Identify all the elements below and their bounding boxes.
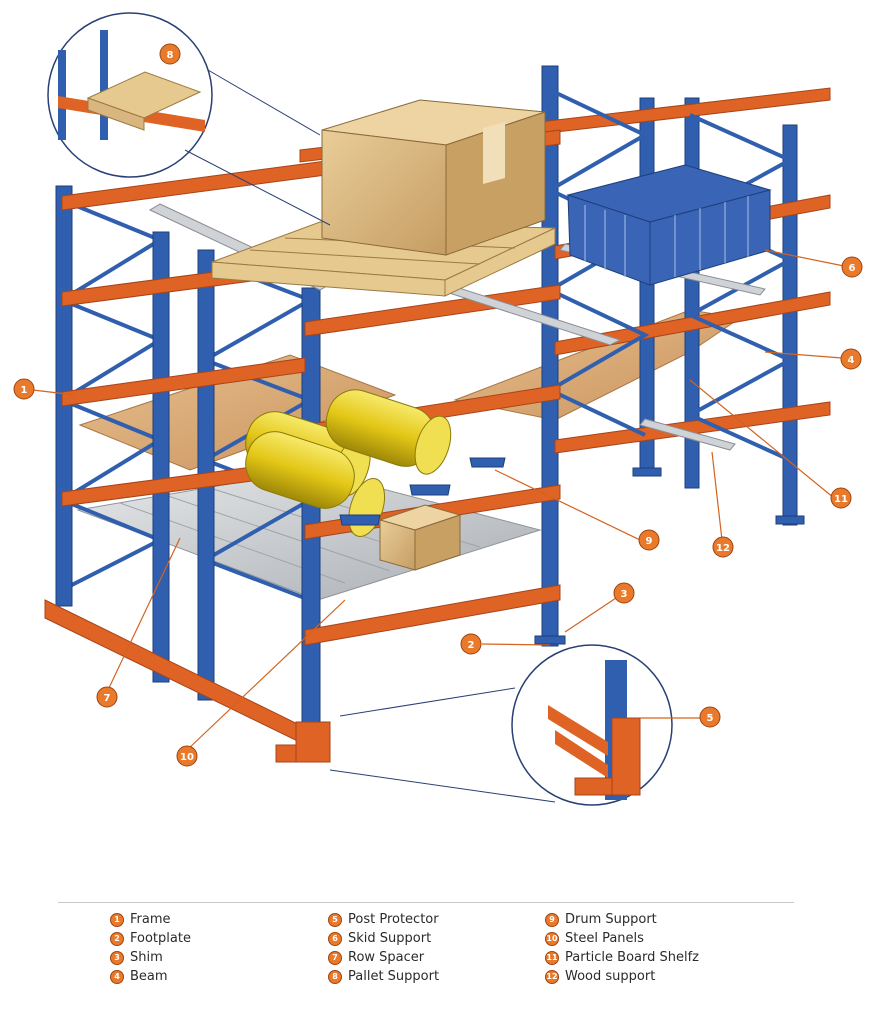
legend-number-badge: 9 bbox=[545, 912, 559, 927]
legend-label: Pallet Support bbox=[348, 969, 440, 984]
callout-8: 8 bbox=[159, 43, 181, 65]
legend-item: 9 Drum Support bbox=[545, 910, 699, 929]
svg-text:6: 6 bbox=[849, 263, 856, 274]
legend-item: 2 Footplate bbox=[110, 929, 191, 948]
callout-1: 1 bbox=[13, 378, 35, 400]
svg-text:7: 7 bbox=[104, 693, 111, 704]
svg-text:10: 10 bbox=[180, 752, 194, 763]
svg-text:4: 4 bbox=[848, 355, 855, 366]
legend-divider bbox=[58, 902, 794, 903]
callout-12: 12 bbox=[712, 536, 734, 558]
callout-4: 4 bbox=[840, 348, 862, 370]
legend-label: Steel Panels bbox=[565, 931, 644, 946]
svg-text:12: 12 bbox=[716, 543, 730, 554]
legend-label: Beam bbox=[130, 969, 168, 984]
legend-label: Footplate bbox=[130, 931, 191, 946]
post-protector bbox=[275, 721, 331, 763]
zoom-detail-post-protector bbox=[329, 644, 673, 806]
callout-6: 6 bbox=[841, 256, 863, 278]
legend-item: 8 Pallet Support bbox=[328, 967, 439, 986]
floor-beam bbox=[44, 599, 321, 753]
svg-text:1: 1 bbox=[21, 385, 28, 396]
legend-number-badge: 10 bbox=[545, 931, 559, 946]
callout-7: 7 bbox=[96, 686, 118, 708]
cardboard-box bbox=[321, 99, 546, 256]
legend-number-badge: 12 bbox=[545, 969, 559, 984]
footplates bbox=[534, 467, 805, 645]
legend-number-badge: 8 bbox=[328, 969, 342, 984]
legend-column-2: 5 Post Protector 6 Skid Support 7 Row Space… bbox=[328, 910, 439, 986]
drum-supports bbox=[339, 457, 506, 526]
legend: 1 Frame 2 Footplate 3 Shim 4 Beam 5 Post Prot… bbox=[110, 910, 810, 990]
callout-11: 11 bbox=[830, 487, 852, 509]
svg-text:3: 3 bbox=[621, 589, 628, 600]
legend-number-badge: 7 bbox=[328, 950, 342, 965]
legend-label: Skid Support bbox=[348, 931, 432, 946]
legend-label: Drum Support bbox=[565, 912, 657, 927]
callout-2: 2 bbox=[460, 633, 482, 655]
zoom-detail-pallet-support bbox=[47, 12, 331, 226]
legend-label: Wood support bbox=[565, 969, 656, 984]
callout-9: 9 bbox=[638, 529, 660, 551]
legend-label: Frame bbox=[130, 912, 171, 927]
legend-label: Row Spacer bbox=[348, 950, 425, 965]
legend-item: 5 Post Protector bbox=[328, 910, 439, 929]
pallet-racking-diagram: 1 2 3 4 5 6 7 8 9 10 11 12 bbox=[13, 12, 863, 806]
legend-number-badge: 4 bbox=[110, 969, 124, 984]
svg-text:2: 2 bbox=[468, 640, 475, 651]
legend-column-1: 1 Frame 2 Footplate 3 Shim 4 Beam bbox=[110, 910, 191, 986]
legend-number-badge: 6 bbox=[328, 931, 342, 946]
legend-item: 3 Shim bbox=[110, 948, 191, 967]
legend-item: 12 Wood support bbox=[545, 967, 699, 986]
metal-stillage-bin bbox=[566, 164, 772, 286]
legend-label: Particle Board Shelfz bbox=[565, 950, 700, 965]
legend-item: 1 Frame bbox=[110, 910, 191, 929]
legend-column-3: 9 Drum Support 10 Steel Panels 11 Particle … bbox=[545, 910, 699, 986]
svg-text:9: 9 bbox=[646, 536, 653, 547]
callout-3: 3 bbox=[613, 582, 635, 604]
svg-text:11: 11 bbox=[834, 494, 848, 505]
legend-label: Post Protector bbox=[348, 912, 439, 927]
legend-item: 7 Row Spacer bbox=[328, 948, 439, 967]
yellow-drums bbox=[245, 389, 452, 537]
legend-number-badge: 5 bbox=[328, 912, 342, 927]
svg-text:8: 8 bbox=[167, 50, 174, 61]
legend-item: 6 Skid Support bbox=[328, 929, 439, 948]
legend-label: Shim bbox=[130, 950, 163, 965]
legend-item: 4 Beam bbox=[110, 967, 191, 986]
callout-10: 10 bbox=[176, 745, 198, 767]
small-box bbox=[378, 504, 462, 571]
legend-item: 11 Particle Board Shelfz bbox=[545, 948, 699, 967]
legend-number-badge: 2 bbox=[110, 931, 124, 946]
svg-text:5: 5 bbox=[707, 713, 714, 724]
callout-leaders bbox=[32, 249, 845, 751]
legend-number-badge: 11 bbox=[545, 950, 559, 965]
callout-5: 5 bbox=[699, 706, 721, 728]
legend-item: 10 Steel Panels bbox=[545, 929, 699, 948]
legend-number-badge: 1 bbox=[110, 912, 124, 927]
legend-number-badge: 3 bbox=[110, 950, 124, 965]
